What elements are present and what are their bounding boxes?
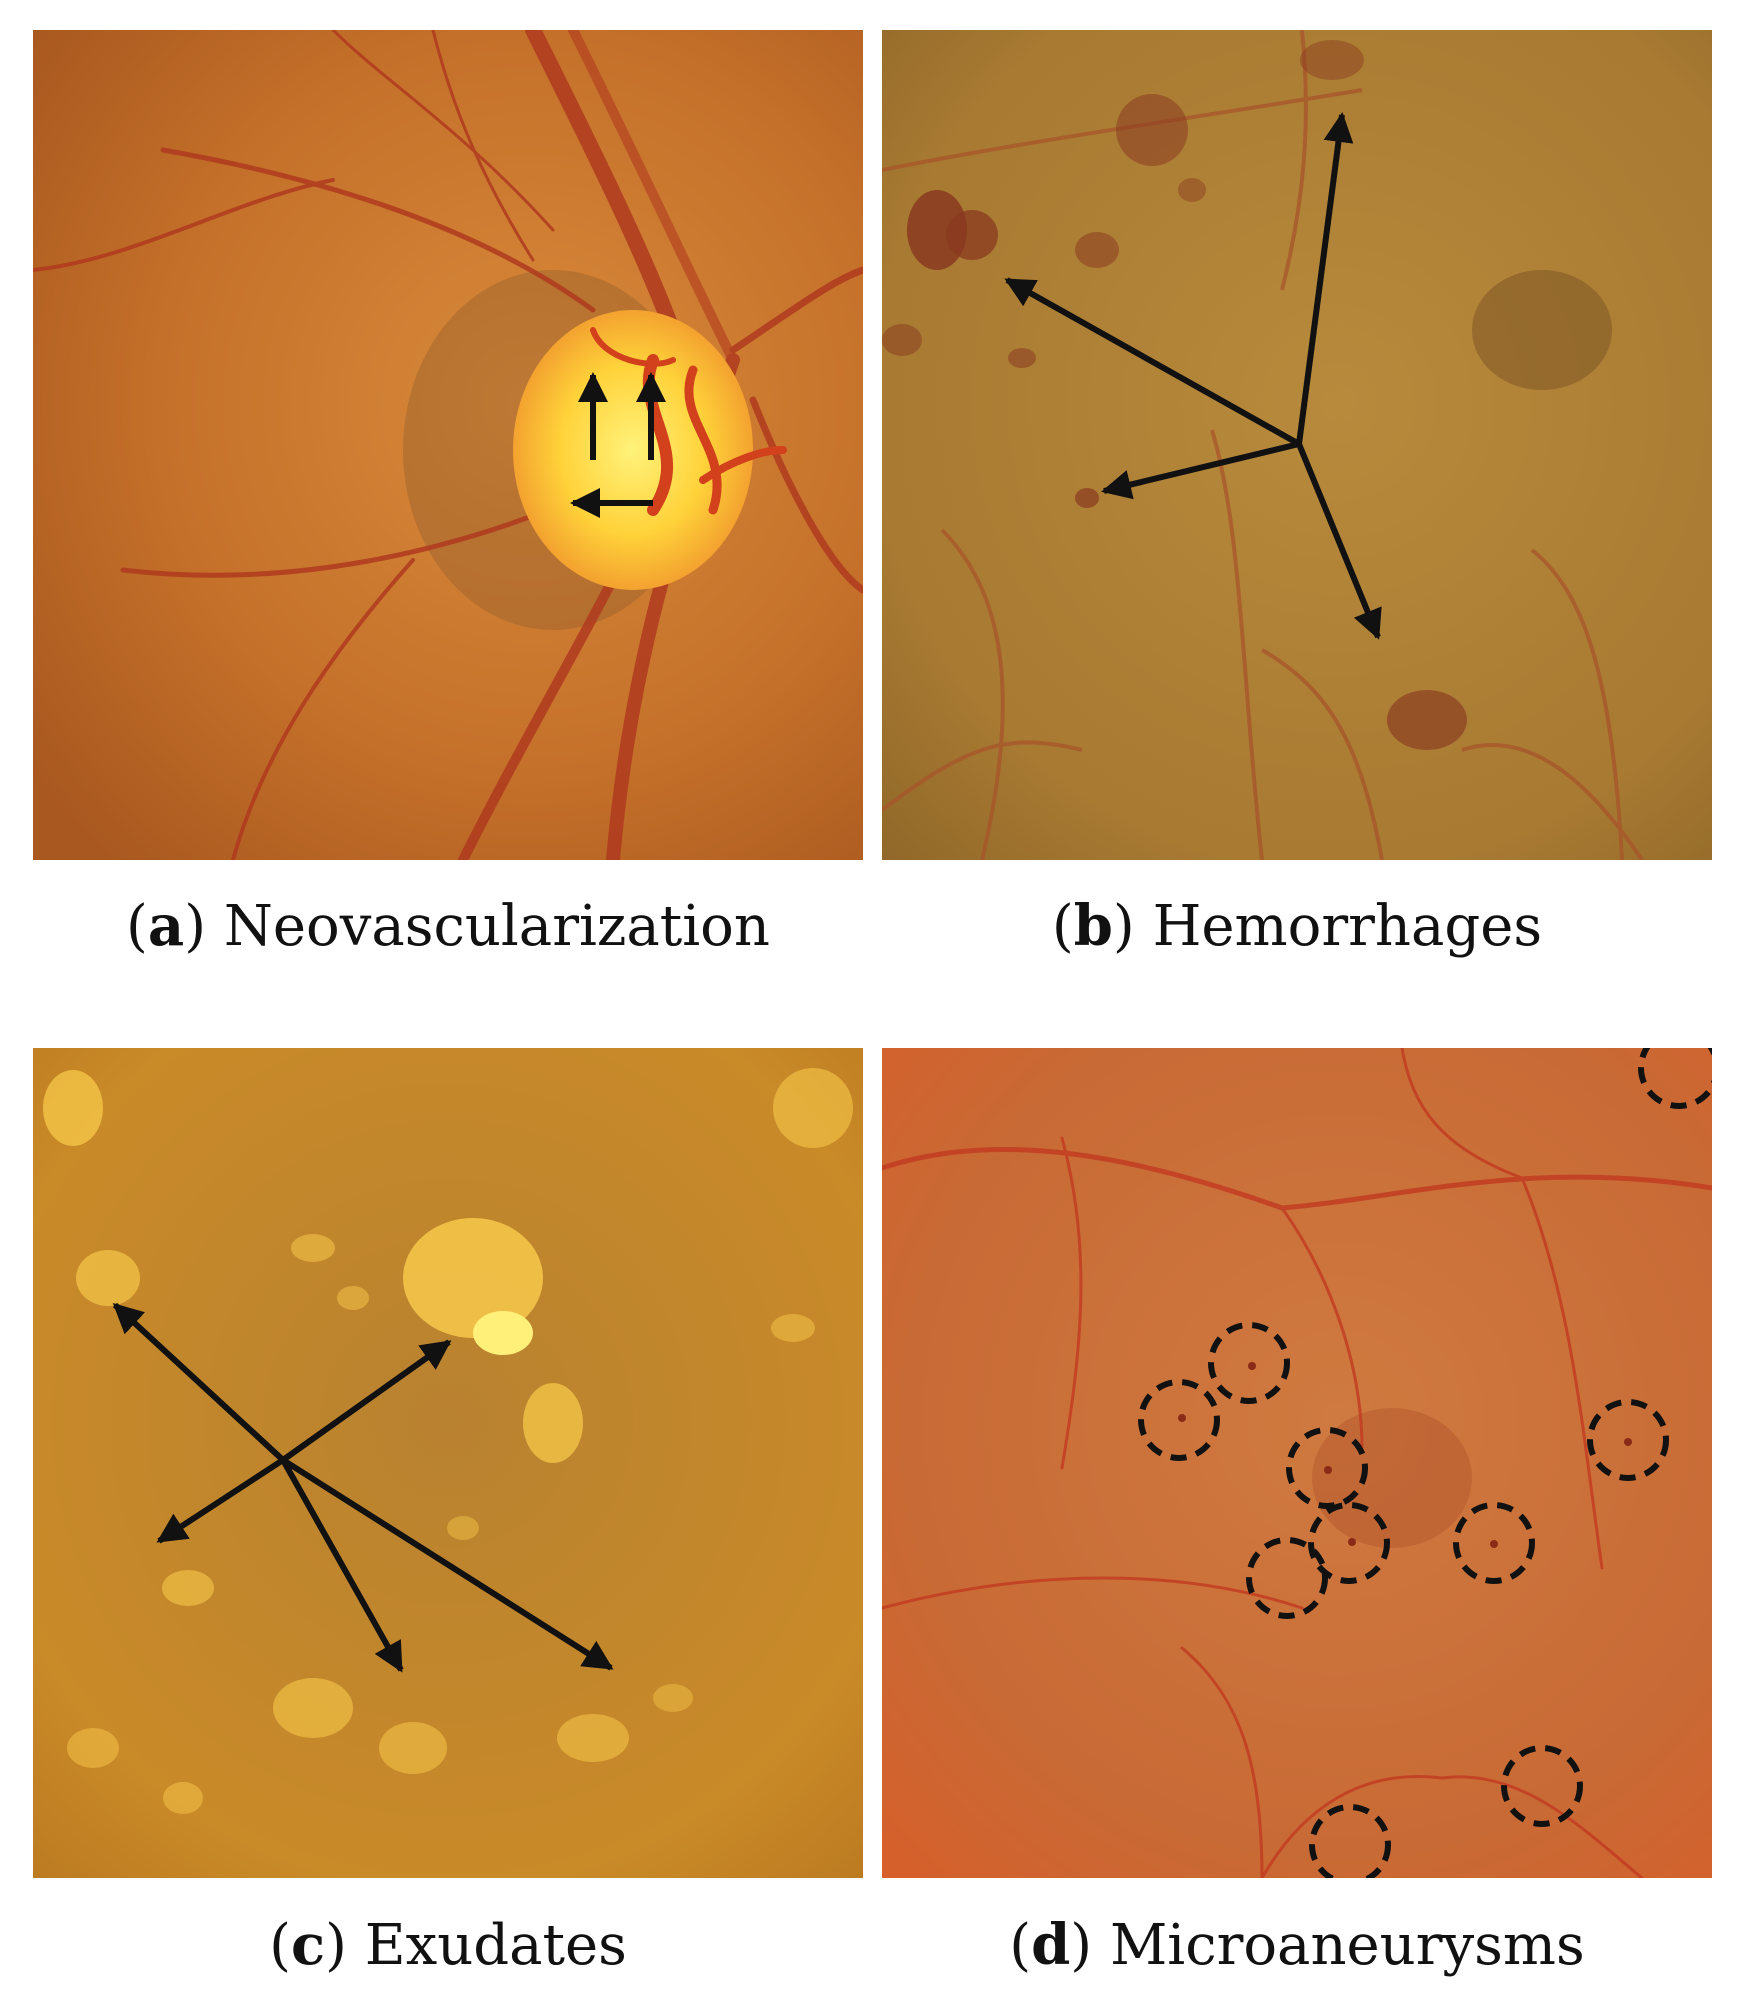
fundus-image-microaneurysms	[882, 1048, 1712, 1878]
fundus-image-neovascularization	[33, 30, 863, 860]
neovascularization-arrows	[570, 372, 666, 518]
hemorrhage-arrows	[1004, 112, 1382, 640]
caption-label: Exudates	[364, 1913, 627, 1978]
fundus-image-exudates	[33, 1048, 863, 1878]
caption-label: Hemorrhages	[1152, 894, 1543, 959]
microaneurysm-circles	[1138, 1048, 1712, 1878]
caption-label: Microaneurysms	[1109, 1913, 1585, 1978]
exudate-spots	[43, 1068, 853, 1814]
fundus-background	[882, 1048, 1712, 1878]
arrow-exu-2	[281, 1339, 452, 1463]
arrow-exu-1	[112, 1302, 286, 1463]
arrow-exu-4	[280, 1458, 404, 1673]
caption-a: (a) Neovascularization	[126, 893, 770, 959]
caption-d: (d) Microaneurysms	[1009, 1912, 1585, 1978]
retinal-vessels	[882, 1048, 1712, 1878]
arrow-hem-1	[1296, 112, 1354, 445]
caption-label: Neovascularization	[223, 894, 770, 959]
fundus-background	[33, 1048, 863, 1878]
caption-letter: a	[147, 893, 185, 959]
hemorrhage-spots	[882, 40, 1467, 750]
fundus-photo-b	[882, 30, 1712, 860]
caption-letter: b	[1073, 893, 1113, 959]
microaneurysm-dots	[1178, 1362, 1632, 1548]
retinal-vessels	[882, 30, 1644, 860]
caption-letter: d	[1031, 1912, 1071, 1978]
optic-disc	[513, 310, 753, 590]
arrow-hem-3	[1101, 441, 1300, 500]
exudate-arrows	[112, 1302, 614, 1673]
fundus-image-hemorrhages	[882, 30, 1712, 860]
arrow-exu-5	[281, 1457, 614, 1671]
caption-c: (c) Exudates	[269, 1912, 627, 1978]
arrow-exu-3	[156, 1457, 285, 1544]
fundus-photo-a	[33, 30, 863, 860]
caption-b: (b) Hemorrhages	[1051, 893, 1543, 959]
fundus-photo-c	[33, 1048, 863, 1878]
fundus-photo-d	[882, 1048, 1712, 1878]
arrow-hem-2	[1004, 277, 1301, 447]
arrow-hem-4	[1296, 442, 1382, 640]
macula	[1472, 270, 1612, 390]
caption-letter: c	[290, 1912, 326, 1978]
